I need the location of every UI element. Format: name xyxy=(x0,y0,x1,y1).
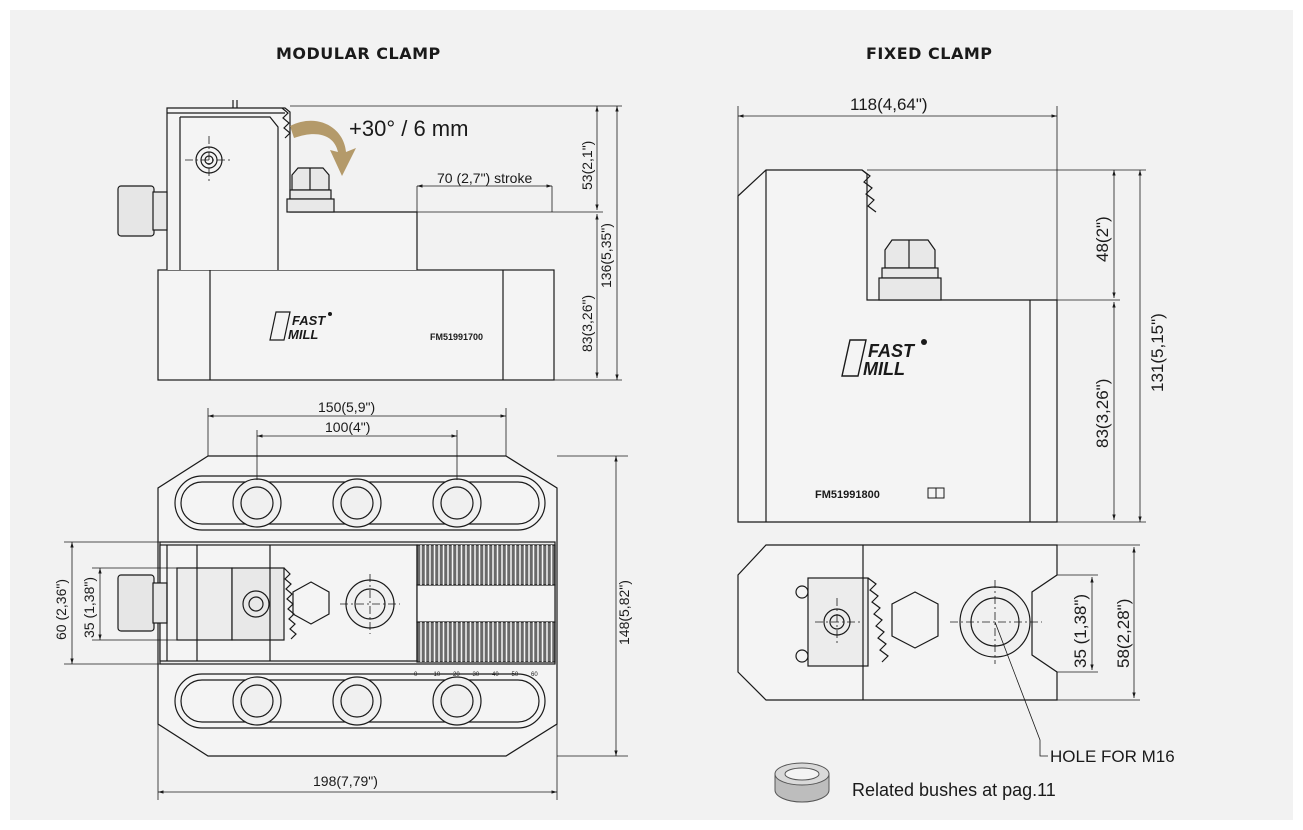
fixed-side-view xyxy=(737,169,1058,523)
logo-text-top: FAST xyxy=(292,313,326,328)
logo-text-top: FAST xyxy=(868,341,916,361)
fastmill-logo-modular: FAST MILL xyxy=(269,311,332,342)
hole-label: HOLE FOR M16 xyxy=(1050,747,1175,766)
modular-clamp-title: MODULAR CLAMP xyxy=(276,44,441,63)
dim-83: 83(3,26") xyxy=(579,295,595,352)
dim-48: 48(2") xyxy=(1093,216,1112,262)
dim-60: 60 (2,36") xyxy=(53,579,69,640)
fixed-top-view xyxy=(737,544,1058,701)
serration-teeth xyxy=(420,545,553,662)
fastmill-logo-fixed: FAST MILL xyxy=(841,339,927,379)
stroke-dimension: 70 (2,7") stroke xyxy=(437,170,532,186)
dim-136: 136(5,35") xyxy=(598,223,614,288)
dim-58: 58(2,28") xyxy=(1114,599,1133,668)
scale-tick-label: 30 xyxy=(473,672,480,678)
dim-35-fixed: 35 (1,38") xyxy=(1071,594,1090,668)
modular-top-view xyxy=(117,455,558,757)
rotation-arrow-icon xyxy=(290,120,356,176)
dim-83-fixed: 83(3,26") xyxy=(1093,379,1112,448)
dim-100: 100(4") xyxy=(325,419,370,435)
dim-118: 118(4,64") xyxy=(850,95,928,114)
fixed-clamp-title: FIXED CLAMP xyxy=(866,44,993,63)
code-fixed: FM51991800 xyxy=(815,489,880,501)
scale-tick-label: 50 xyxy=(512,672,519,678)
bushes-label: Related bushes at pag.11 xyxy=(852,780,1056,800)
logo-text-bottom: MILL xyxy=(288,327,318,342)
dim-53: 53(2,1") xyxy=(579,141,595,190)
dim-35: 35 (1,38") xyxy=(81,577,97,638)
modular-side-view xyxy=(117,100,555,381)
scale-tick-label: 10 xyxy=(434,672,441,678)
book-icon xyxy=(927,487,945,499)
dim-131: 131(5,15") xyxy=(1148,313,1167,392)
scale-tick-label: 60 xyxy=(531,672,538,678)
scale-tick-label: 20 xyxy=(453,672,460,678)
scale-tick-label: 40 xyxy=(492,672,499,678)
stroke-scale: 0 10 20 30 40 50 60 xyxy=(414,672,538,678)
dim-198: 198(7,79") xyxy=(313,773,378,789)
bush-icon xyxy=(774,762,830,803)
motion-label: +30° / 6 mm xyxy=(349,116,468,141)
scale-tick-label: 0 xyxy=(414,672,418,678)
logo-text-bottom: MILL xyxy=(863,359,905,379)
code-modular: FM51991700 xyxy=(430,332,483,342)
dim-148: 148(5,82") xyxy=(616,580,632,645)
dim-150: 150(5,9") xyxy=(318,399,375,415)
